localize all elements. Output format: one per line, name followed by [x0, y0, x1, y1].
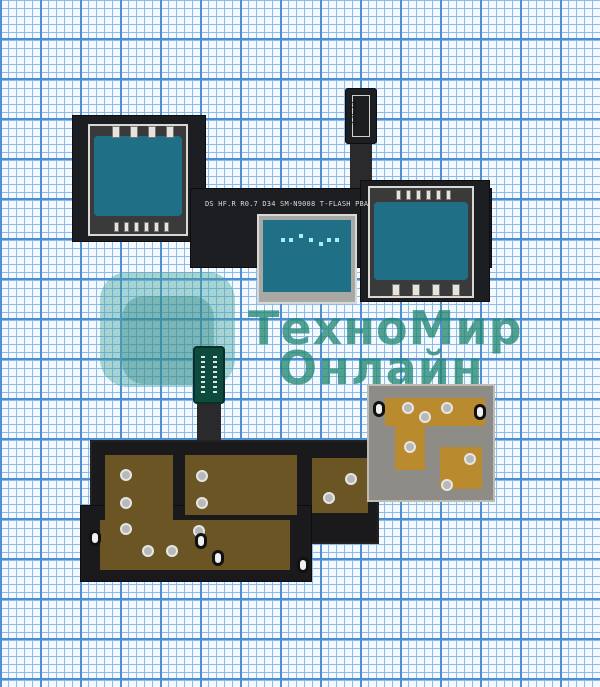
test-pad	[345, 473, 357, 485]
connector-marking: FL5CF	[348, 100, 358, 127]
mounting-hole	[474, 404, 486, 420]
test-pad	[120, 469, 132, 481]
watermark-line-1: ТехноМир	[248, 301, 523, 355]
test-pad	[464, 453, 476, 465]
gold-pad-right	[312, 458, 368, 513]
test-pad	[142, 545, 154, 557]
test-pad	[196, 497, 208, 509]
mounting-hole	[195, 533, 207, 549]
sim-slot-left	[88, 124, 188, 236]
test-pad	[402, 402, 414, 414]
mounting-hole	[89, 530, 101, 546]
top-flex-cable	[350, 140, 372, 192]
lower-flex-cable	[197, 400, 221, 442]
test-pad	[323, 492, 335, 504]
sim-slot-right	[368, 186, 474, 298]
test-pad	[166, 545, 178, 557]
test-pad	[404, 441, 416, 453]
watermark-line-2: Онлайн	[278, 341, 484, 395]
test-pad	[441, 402, 453, 414]
mounting-hole	[373, 401, 385, 417]
test-pad	[120, 523, 132, 535]
mounting-hole	[212, 550, 224, 566]
pcb-label: DS HF.R R0.7 D34 SM-N9008 T-FLASH PBA	[205, 200, 369, 208]
test-pad	[441, 479, 453, 491]
mounting-hole	[297, 557, 309, 573]
test-pad	[120, 497, 132, 509]
microsd-slot	[257, 214, 357, 304]
top-board-connector: FL5CF	[345, 88, 377, 144]
test-pad	[196, 470, 208, 482]
board-to-board-connector	[193, 346, 225, 404]
test-pad	[419, 411, 431, 423]
